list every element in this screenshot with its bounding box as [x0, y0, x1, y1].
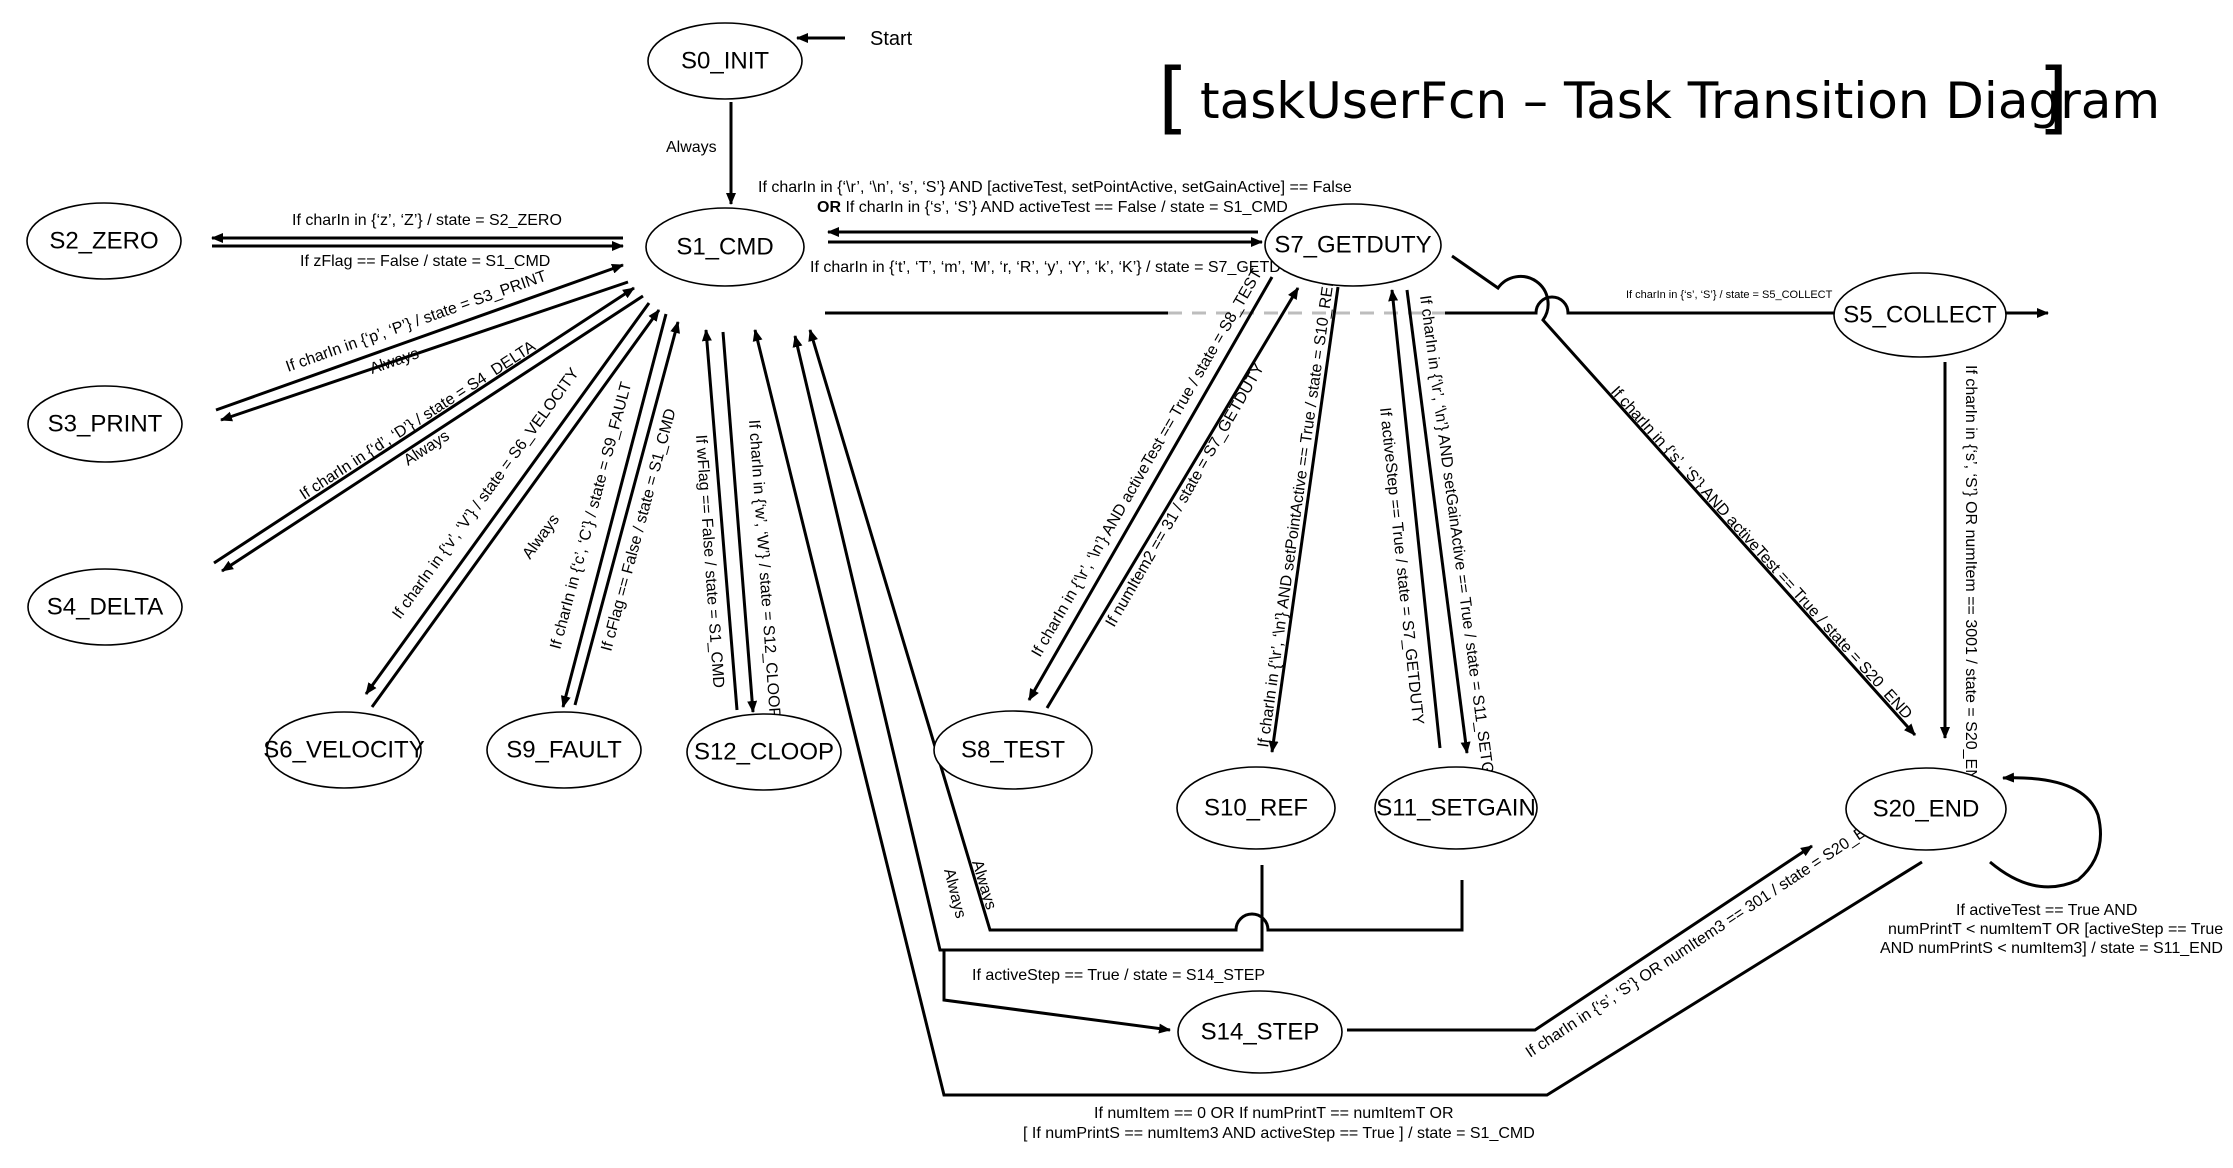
start-label: Start: [870, 28, 913, 50]
label-s5-s20: If charIn in {‘s’, ‘S’} OR numItem == 30…: [1962, 365, 1979, 792]
label-s7-s10: If charIn in {‘\r’, ‘\n’} AND setPointAc…: [1255, 276, 1338, 749]
label-s6-s1: Always: [519, 511, 563, 562]
edge-s4-s1-line: [213, 286, 635, 565]
state-s2-label: S2_ZERO: [49, 227, 158, 254]
label-s20-self-line3: AND numPrintS < numItem3] / state = S11_…: [1880, 940, 2223, 957]
state-s1-label: S1_CMD: [676, 233, 773, 260]
state-s11-label: S11_SETGAIN: [1376, 794, 1536, 821]
state-s1-cmd: S1_CMD: [645, 207, 805, 287]
state-s6-velocity: S6_VELOCITY: [263, 711, 425, 789]
state-s9-fault: S9_FAULT: [486, 711, 642, 789]
state-s3-label: S3_PRINT: [48, 410, 163, 437]
edge-s20-self: [1989, 772, 2102, 889]
label-s1-s2: If charIn in {‘z’, ‘Z’} / state = S2_ZER…: [292, 212, 562, 229]
label-s14-s20: If charIn in {‘s’, ‘S’} OR numItem3 == 3…: [1523, 811, 1889, 1061]
state-s4-delta: S4_DELTA: [27, 568, 183, 646]
edge-s9-s1: [573, 321, 680, 706]
edge-s10-s1-return: [792, 335, 1264, 952]
state-s11-setgain: S11_SETGAIN: [1374, 766, 1538, 850]
edge-s8-s7: [1045, 287, 1300, 709]
state-s2-zero: S2_ZERO: [26, 202, 182, 280]
title-bracket-open: [: [1158, 53, 1188, 143]
label-loop-always-1: Always: [968, 858, 999, 911]
edge-s7-s8: [1027, 276, 1274, 701]
state-s14-label: S14_STEP: [1201, 1018, 1320, 1045]
label-s1-s6: If charIn in {‘v’, ‘V’} / state = S6_VEL…: [389, 365, 583, 622]
label-s1-s5: If charIn in {‘s’, ‘S’} / state = S5_COL…: [1626, 289, 1833, 301]
edge-s12-s1: [701, 329, 739, 711]
label-s11-s7: If activeStep == True / state = S7_GETDU…: [1376, 407, 1426, 726]
edge-s1-s6: [364, 302, 651, 695]
edge-s1-s9: [560, 313, 668, 708]
state-s0-init: S0_INIT: [647, 22, 803, 100]
edge-s1-s3: [220, 280, 629, 422]
state-s0-label: S0_INIT: [681, 47, 769, 74]
title-bracket-close: ]: [2038, 53, 2068, 143]
edge-s1-s12: [721, 331, 758, 713]
state-s7-label: S7_GETDUTY: [1274, 231, 1431, 258]
diagram-title: [ taskUserFcn – Task Transition Diagram …: [1158, 53, 2160, 143]
state-s10-label: S10_REF: [1204, 794, 1308, 821]
edge-s11-s7: [1388, 289, 1442, 749]
label-s1-s7: If charIn in {‘t’, ‘T’, ‘m’, ‘M’, ‘r, ‘R…: [810, 259, 1313, 276]
label-s7-s1-line1: If charIn in {‘\r’, ‘\n’, ‘s’, ‘S’} AND …: [758, 179, 1352, 196]
state-s8-test: S8_TEST: [933, 710, 1093, 790]
state-s12-cloop: S12_CLOOP: [686, 713, 842, 791]
state-s14-step: S14_STEP: [1177, 990, 1343, 1074]
state-s7-getduty: S7_GETDUTY: [1264, 203, 1442, 287]
label-s7-s20: If charIn in {‘s’, ‘S’} AND activeTest =…: [1607, 383, 1915, 723]
state-s9-label: S9_FAULT: [506, 736, 622, 763]
state-s3-print: S3_PRINT: [27, 385, 183, 463]
edge-s1-s4: [221, 294, 644, 573]
label-s7-s8: If charIn in {‘\r’, ‘\n’} AND activeTest…: [1029, 266, 1266, 660]
edge-s20-s1: [752, 329, 1923, 1097]
state-s5-label: S5_COLLECT: [1843, 301, 1997, 328]
state-s12-label: S12_CLOOP: [694, 738, 834, 765]
edge-s7-s11: [1405, 289, 1471, 754]
edge-s6-s1: [370, 309, 661, 708]
state-s5-collect: S5_COLLECT: [1833, 272, 2007, 358]
edge-s7-s10: [1268, 286, 1340, 753]
state-s8-label: S8_TEST: [961, 736, 1065, 763]
edge-s11-s1-return: [808, 329, 1464, 932]
edge-s1-s5-b: [1445, 295, 2049, 318]
state-s6-label: S6_VELOCITY: [263, 736, 424, 763]
edge-s3-s1-line: [215, 263, 624, 412]
state-s20-end: S20_END: [1845, 767, 2007, 851]
label-loop-always-2: Always: [940, 867, 969, 920]
label-s20-self-line1: If activeTest == True AND: [1956, 902, 2137, 919]
label-s1-s14: If activeStep == True / state = S14_STEP: [972, 967, 1265, 984]
state-s10-ref: S10_REF: [1176, 766, 1336, 850]
label-s12-s1: If wFlag == False / state = S1_CMD: [692, 434, 727, 688]
label-s3-s1: Always: [368, 345, 421, 378]
label-s20-s1-line2: [ If numPrintS == numItem3 AND activeSte…: [1023, 1125, 1535, 1142]
label-s7-s11: If charIn in {‘\r’, ‘\n’} AND setGainAct…: [1416, 294, 1499, 801]
edge-s1-s14: [942, 950, 1171, 1034]
label-s7-s1-line2: OR If charIn in {‘s’, ‘S’} AND activeTes…: [817, 199, 1288, 216]
title-text: taskUserFcn – Task Transition Diagram: [1200, 72, 2160, 130]
edge-s14-s20: [1347, 844, 1813, 1032]
state-s4-label: S4_DELTA: [47, 593, 164, 620]
label-s20-self-line2: numPrintT < numItemT OR [activeStep == T…: [1888, 921, 2223, 938]
label-s0-s1: Always: [666, 139, 717, 156]
state-s20-label: S20_END: [1873, 795, 1980, 822]
edge-s7-s20: [1451, 254, 1917, 737]
label-s2-s1: If zFlag == False / state = S1_CMD: [300, 253, 550, 270]
label-s20-s1-line1: If numItem == 0 OR If numPrintT == numIt…: [1094, 1105, 1454, 1122]
